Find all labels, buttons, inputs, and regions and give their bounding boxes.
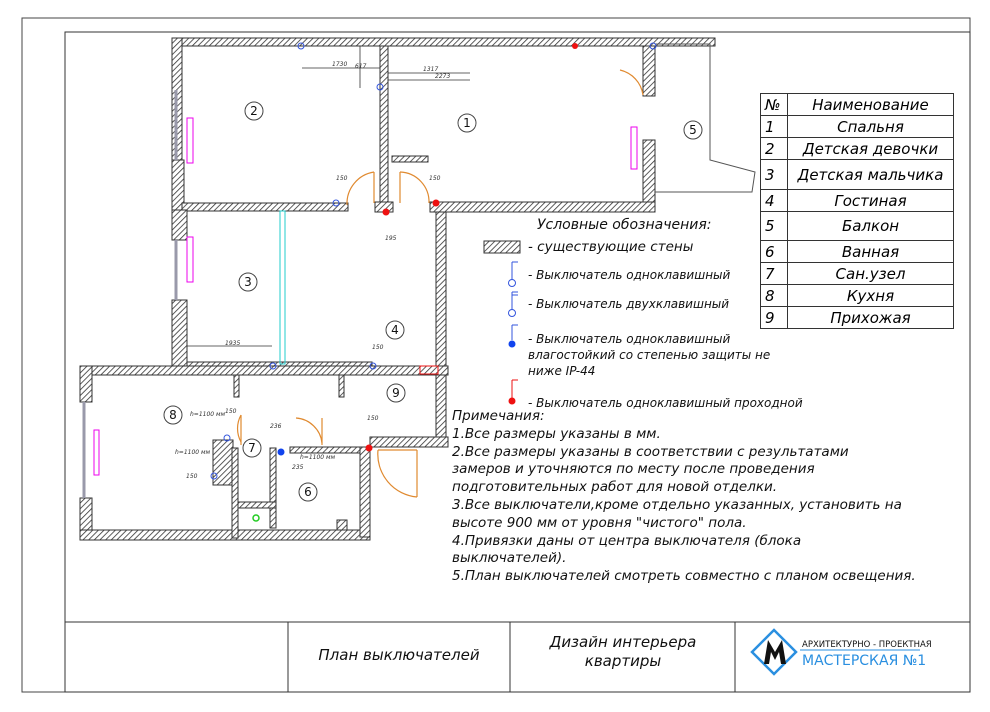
svg-text:150: 150: [372, 344, 384, 351]
room-markers: [163, 101, 703, 502]
svg-text:h=1100 мм: h=1100 мм: [190, 411, 226, 418]
svg-text:1730: 1730: [332, 61, 347, 68]
legend-switch-icons: [508, 261, 518, 340]
logo-line2: МАСТЕРСКАЯ №1: [802, 653, 927, 669]
svg-text:150: 150: [367, 415, 379, 422]
svg-text:6: 6: [304, 485, 312, 499]
svg-text:h=1100 мм: h=1100 мм: [300, 454, 336, 461]
logo-line1: АРХИТЕКТУРНО - ПРОЕКТНАЯ: [802, 640, 932, 650]
legend-switch-moist: - Выключатель одноклавишный влагостойкий…: [528, 332, 771, 378]
inner-frame: [64, 31, 971, 693]
svg-text:7: 7: [248, 441, 256, 455]
svg-text:1935: 1935: [225, 340, 240, 347]
svg-text:1: 1: [463, 116, 471, 130]
svg-text:235: 235: [292, 464, 304, 471]
svg-text:9: 9: [392, 386, 400, 400]
legend-wall-icon: [483, 240, 521, 254]
sheet-title: План выключателей: [318, 646, 480, 664]
svg-text:4: 4: [391, 323, 399, 337]
svg-text:1317: 1317: [423, 66, 438, 73]
switches: [210, 42, 657, 480]
svg-text:150: 150: [429, 175, 441, 182]
project-title: Дизайн интерьера квартиры: [549, 633, 697, 670]
svg-text:195: 195: [385, 235, 397, 242]
svg-text:150: 150: [336, 175, 348, 182]
notes: Примечания: 1.Все размеры указаны в мм. …: [452, 408, 916, 585]
legend-walls: - существующие стены: [528, 239, 694, 255]
svg-text:617: 617: [355, 63, 367, 70]
legend-title: Условные обозначения:: [537, 217, 712, 233]
svg-text:2273: 2273: [435, 73, 450, 80]
logo: [750, 628, 920, 676]
svg-text:3: 3: [244, 275, 252, 289]
legend-switch-double: - Выключатель двухклавишный: [528, 297, 730, 311]
svg-text:236: 236: [270, 423, 282, 430]
legend-switch-single: - Выключатель одноклавишный: [528, 268, 731, 282]
legend-switch-pass: - Выключатель одноклавишный проходной: [528, 396, 803, 410]
svg-text:2: 2: [250, 104, 258, 118]
svg-text:150: 150: [225, 408, 237, 415]
svg-text:8: 8: [169, 408, 177, 422]
svg-text:h=1100 мм: h=1100 мм: [175, 449, 211, 456]
svg-text:150: 150: [186, 473, 198, 480]
svg-text:5: 5: [689, 123, 697, 137]
doors: [237, 69, 644, 498]
dimension-lines: [187, 46, 470, 347]
